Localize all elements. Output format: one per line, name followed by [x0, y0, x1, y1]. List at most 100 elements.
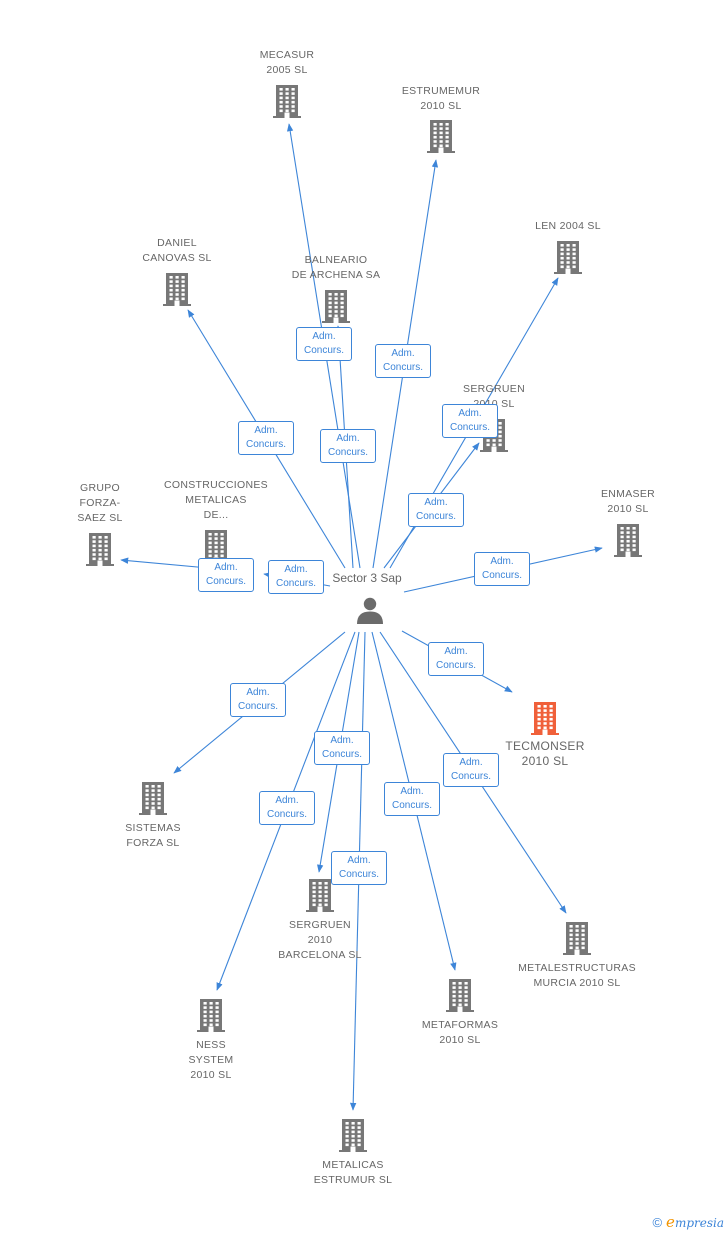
- building-icon[interactable]: [196, 998, 226, 1037]
- building-icon[interactable]: [272, 84, 302, 123]
- relation-label-line: Adm.: [254, 425, 278, 436]
- relation-label-line: Adm.: [490, 556, 514, 567]
- company-label-line: TECMONSER: [505, 739, 585, 753]
- relation-label-line: Concurs.: [450, 771, 491, 782]
- relation-label-grupo[interactable]: Adm.Concurs.: [198, 558, 254, 592]
- company-label-line: DANIEL: [157, 237, 197, 249]
- relation-label-line: Concurs.: [415, 511, 456, 522]
- relation-label-line: Concurs.: [481, 570, 522, 581]
- relation-label-enmaser[interactable]: Adm. Concurs.: [474, 552, 530, 586]
- building-icon[interactable]: [85, 532, 115, 571]
- company-label-len2004[interactable]: LEN 2004 SL: [535, 219, 601, 234]
- company-label-line: FORZA SL: [126, 837, 180, 849]
- relation-label-line: Concurs.: [237, 701, 278, 712]
- building-icon[interactable]: [530, 701, 560, 740]
- relation-label-line: Adm.: [391, 348, 415, 359]
- relation-label-mecasur[interactable]: Adm. Concurs.: [296, 327, 352, 361]
- relation-label-metaformas[interactable]: Adm.Concurs.: [384, 782, 440, 816]
- relation-label-sistemas[interactable]: Adm. Concurs.: [230, 683, 286, 717]
- company-label-line: SYSTEM: [188, 1054, 234, 1066]
- company-label-line: METALICAS: [322, 1159, 384, 1171]
- building-icon[interactable]: [426, 119, 456, 158]
- company-label-line: FORZA-: [79, 497, 121, 509]
- company-label-line: MURCIA 2010 SL: [533, 977, 621, 989]
- relation-label-line: Concurs.: [321, 749, 362, 760]
- company-label-daniel[interactable]: DANIEL CANOVAS SL: [142, 236, 211, 266]
- relation-label-line: Adm.: [330, 735, 354, 746]
- company-label-line: METALICAS: [185, 494, 247, 506]
- relation-label-sergruen[interactable]: Adm. Concurs.: [408, 493, 464, 527]
- relation-label-line: Adm.: [444, 646, 468, 657]
- brand-footer: ©empresia: [652, 1213, 724, 1231]
- company-label-line: 2010 SL: [439, 1034, 481, 1046]
- company-label-line: 2010: [307, 934, 333, 946]
- company-label-line: 2005 SL: [266, 64, 308, 76]
- relation-label-line: Adm.: [400, 786, 424, 797]
- building-icon[interactable]: [305, 878, 335, 917]
- relation-label-daniel[interactable]: Adm.Concurs.: [238, 421, 294, 455]
- company-label-line: CONSTRUCCIONES: [164, 479, 268, 491]
- company-label-line: 2010 SL: [420, 100, 462, 112]
- person-icon[interactable]: [355, 596, 385, 626]
- company-label-line: NESS: [196, 1039, 226, 1051]
- relation-label-line: Adm.: [312, 331, 336, 342]
- building-icon[interactable]: [553, 240, 583, 279]
- copyright-mark: ©: [652, 1215, 663, 1230]
- company-label-line: ESTRUMEMUR: [401, 85, 481, 97]
- company-label-line: METALESTRUCTURAS: [518, 962, 636, 974]
- relation-label-sergruenbcn[interactable]: Adm. Concurs.: [314, 731, 370, 765]
- company-label-estrumemur[interactable]: ESTRUMEMUR 2010 SL: [402, 84, 480, 114]
- relation-label-line: Concurs.: [449, 422, 490, 433]
- relation-label-len2004[interactable]: Adm. Concurs.: [442, 404, 498, 438]
- relation-label-tecmonser[interactable]: Adm. Concurs.: [428, 642, 484, 676]
- company-label-construcciones[interactable]: CONSTRUCCIONES METALICAS DE...: [164, 478, 268, 523]
- center-person-name: Sector 3 Sap: [332, 571, 402, 585]
- company-label-line: 2010 SL: [190, 1069, 232, 1081]
- relation-label-line: Concurs.: [327, 447, 368, 458]
- relation-label-line: Concurs.: [382, 362, 423, 373]
- company-label-line: GRUPO: [79, 482, 121, 494]
- building-icon[interactable]: [613, 523, 643, 562]
- company-label-line: DE...: [203, 509, 229, 521]
- relation-label-line: Adm.: [458, 408, 482, 419]
- company-label-line: 2010 SL: [521, 754, 569, 768]
- company-label-metalestructuras[interactable]: METALESTRUCTURAS MURCIA 2010 SL: [518, 961, 636, 991]
- relation-label-line: Adm.: [336, 433, 360, 444]
- relation-label-construcciones[interactable]: Adm.Concurs.: [268, 560, 324, 594]
- building-icon[interactable]: [562, 921, 592, 960]
- building-icon[interactable]: [162, 272, 192, 311]
- building-icon[interactable]: [338, 1118, 368, 1157]
- relation-label-line: Concurs.: [435, 660, 476, 671]
- relation-label-balneario[interactable]: Adm. Concurs.: [320, 429, 376, 463]
- company-label-line: 2010 SL: [607, 503, 649, 515]
- building-icon[interactable]: [201, 529, 231, 568]
- building-icon[interactable]: [445, 978, 475, 1017]
- company-label-line: LEN 2004 SL: [535, 220, 601, 232]
- company-label-ness[interactable]: NESS SYSTEM 2010 SL: [189, 1038, 234, 1083]
- relation-label-ness[interactable]: Adm.Concurs.: [259, 791, 315, 825]
- building-icon[interactable]: [321, 289, 351, 328]
- company-label-line: CANOVAS SL: [142, 252, 212, 264]
- relation-label-line: Adm.: [246, 687, 270, 698]
- relation-label-line: Adm.: [275, 795, 299, 806]
- company-label-line: DE ARCHENA SA: [291, 269, 381, 281]
- relation-label-line: Adm.: [424, 497, 448, 508]
- relation-label-line: Adm.: [214, 562, 238, 573]
- relation-label-line: Concurs.: [303, 345, 344, 356]
- relation-label-metalicas[interactable]: Adm.Concurs.: [331, 851, 387, 885]
- relation-label-metalestructuras[interactable]: Adm. Concurs.: [443, 753, 499, 787]
- relation-label-estrumemur[interactable]: Adm. Concurs.: [375, 344, 431, 378]
- brand-logo-e: e: [666, 1213, 675, 1231]
- relation-label-line: Adm.: [459, 757, 483, 768]
- building-icon[interactable]: [138, 781, 168, 820]
